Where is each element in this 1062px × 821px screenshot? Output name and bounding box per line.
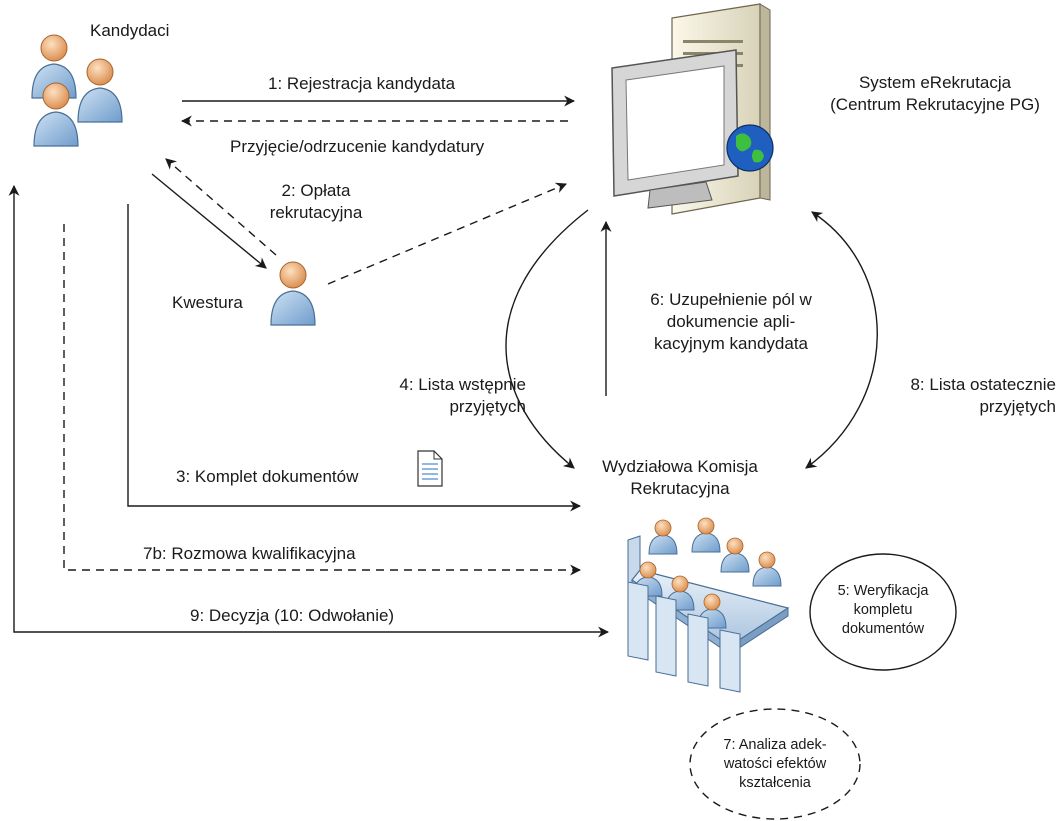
actor-committee-line1: Wydziałowa Komisja [602,457,758,476]
actor-committee-line2: Rekrutacyjna [630,479,730,498]
flow-1-reply-label: Przyjęcie/odrzucenie kandydatury [230,137,485,156]
flow-8-line2: przyjętych [979,397,1056,416]
flow-9-label: 9: Decyzja (10: Odwołanie) [190,606,395,625]
flow-4-line1: 4: Lista wstępnie [399,375,526,394]
globe-icon [726,124,774,172]
actor-committee-label: Wydziałowa Komisja Rekrutacyjna [580,456,780,500]
activity-7-line3: kształcenia [739,775,811,791]
arrow-final-list [805,211,878,469]
activity-5-line2: kompletu [853,602,913,618]
activity-7-line1: 7: Analiza adek- [723,737,827,753]
activity-5-line1: 5: Weryfikacja [837,583,929,599]
arrow-preliminary-list [505,209,589,469]
flow-6-line2: dokumencie apli- [666,312,796,331]
flow-7b-label: 7b: Rozmowa kwalifikacyjna [143,544,356,563]
server-computer-icon [611,3,771,215]
actor-system-line2: (Centrum Rekrutacyjne PG) [830,95,1040,114]
actor-system-label: System eRekrutacja (Centrum Rekrutacyjne… [810,72,1060,116]
actor-system-line1: System eRekrutacja [858,73,1012,92]
arrow-documents [127,204,582,512]
activity-7-label: 7: Analiza adek- watości efektów kształc… [705,736,845,793]
flow-3-label: 3: Komplet dokumentów [176,467,359,486]
activity-5-line3: dokumentów [841,621,925,637]
flow-1-label: 1: Rejestracja kandydata [268,74,456,93]
actor-bursary-label: Kwestura [172,293,243,312]
flow-2-line2: rekrutacyjna [269,203,363,222]
flow-6-line1: 6: Uzupełnienie pól w [650,290,812,309]
flow-4-label: 4: Lista wstępnie przyjętych [330,374,526,418]
flow-2-line1: 2: Opłata [281,181,351,200]
meeting-table-icon [627,517,790,693]
actor-candidates-label: Kandydaci [90,21,170,40]
activity-7-line2: watości efektów [723,756,827,772]
flow-6-line3: kacyjnym kandydata [653,334,809,353]
activity-analysis-ellipse [689,708,861,820]
person-icon [270,261,316,326]
people-group-icon [31,34,123,147]
flow-8-line1: 8: Lista ostatecznie [910,375,1056,394]
activity-verification-ellipse [809,553,957,671]
document-icon [417,450,443,487]
flow-8-label: 8: Lista ostatecznie przyjętych [860,374,1056,418]
flow-4-line2: przyjętych [449,397,526,416]
flow-2-label: 2: Opłata rekrutacyjna [246,180,386,224]
flow-6-label: 6: Uzupełnienie pól w dokumencie apli- k… [626,289,836,355]
activity-5-label: 5: Weryfikacja kompletu dokumentów [818,582,948,639]
arrow-decision [8,184,610,638]
